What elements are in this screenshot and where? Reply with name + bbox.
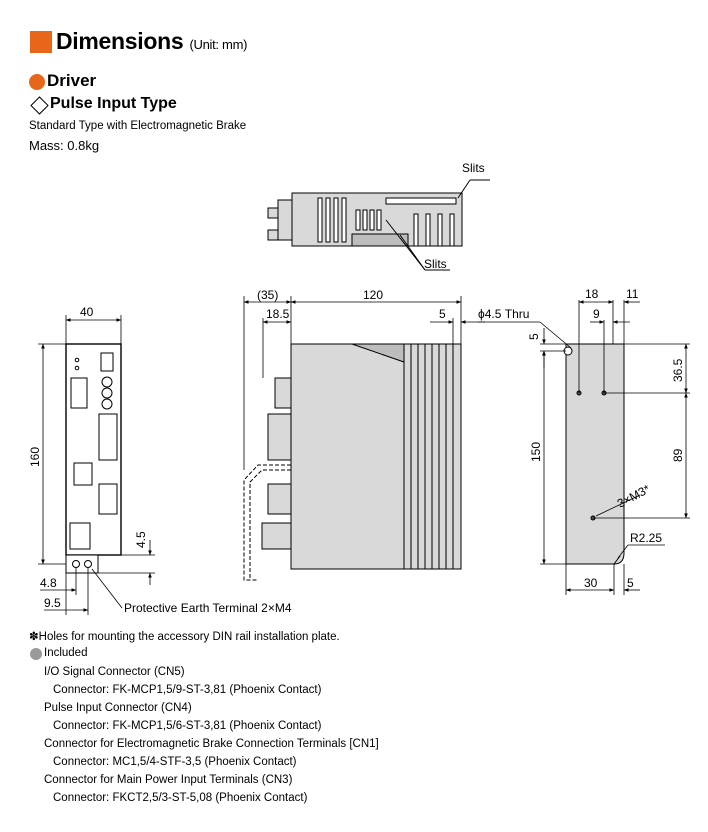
dim-9-5-label: 9.5	[44, 596, 61, 610]
pe-terminal-label: Protective Earth Terminal 2×M4	[124, 601, 292, 615]
list-item: Connector: FK-MCP1,5/6-ST-3,81 (Phoenix …	[53, 720, 322, 732]
dim-5c-label: 5	[627, 576, 634, 590]
dim-40-label: 40	[80, 305, 94, 319]
list-item: Connector for Main Power Input Terminals…	[44, 774, 293, 786]
dim-36-5-label: 36.5	[671, 358, 685, 382]
dim-30-label: 30	[584, 576, 598, 590]
list-item: Pulse Input Connector (CN4)	[44, 702, 192, 714]
top-view-plug-lower	[267, 229, 279, 241]
dim-18-label: 18	[585, 287, 599, 301]
list-item: I/O Signal Connector (CN5)	[44, 666, 185, 678]
front-view-switch	[100, 352, 114, 372]
dim-89-label: 89	[671, 448, 685, 462]
dim-4-8-label: 4.8	[40, 576, 57, 590]
title-unit: (Unit: mm)	[189, 37, 248, 52]
subsection-title: Pulse Input Type	[50, 95, 177, 112]
front-view-cn-upper	[70, 377, 88, 409]
top-view	[267, 179, 490, 271]
front-view-cn1	[73, 462, 93, 486]
top-view-slits	[317, 197, 457, 247]
side-view-dimensions	[243, 296, 485, 470]
dim-4-5-label: 4.5	[134, 531, 148, 548]
front-view-cn3	[69, 522, 91, 550]
list-item: Connector for Electromagnetic Brake Conn…	[44, 738, 379, 750]
radius-label: R2.25	[630, 531, 662, 545]
dim-120-label: 120	[363, 288, 383, 302]
top-view-base	[351, 233, 409, 247]
side-view-cn3	[261, 522, 292, 550]
dim-5a-label: 5	[439, 307, 446, 321]
section-title: Driver	[47, 71, 97, 90]
dim-35-label: (35)	[257, 288, 278, 302]
rear-view-dimensions	[478, 300, 690, 595]
side-view-cn5	[267, 413, 292, 461]
dim-160-label: 160	[28, 447, 42, 467]
list-item: Connector: FKCT2,5/3-ST-5,08 (Phoenix Co…	[53, 792, 308, 804]
slits-label-bottom: Slits	[424, 257, 447, 271]
front-view-cn5	[98, 413, 118, 461]
dim-9-label: 9	[593, 307, 600, 321]
rear-view	[563, 343, 625, 565]
included-bullet-icon	[30, 648, 42, 660]
dim-11-label: 11	[626, 287, 639, 301]
top-view-connector	[277, 199, 293, 241]
page-title: Dimensions (Unit: mm)	[56, 28, 247, 55]
dim-150-label: 150	[529, 442, 543, 462]
dim-18-5-label: 18.5	[266, 307, 290, 321]
rear-view-plate	[565, 343, 625, 565]
dim-5b-label: 5	[527, 333, 541, 340]
side-view-fins	[403, 344, 454, 569]
title-marker	[30, 31, 52, 53]
asterisk-note: ✽Holes for mounting the accessory DIN ra…	[29, 631, 340, 643]
slits-label-top: Slits	[462, 161, 485, 175]
side-view	[243, 343, 462, 581]
included-label: Included	[44, 647, 88, 659]
section-description: Standard Type with Electromagnetic Brake	[29, 120, 247, 132]
front-view-dimensions	[38, 315, 155, 615]
title-text: Dimensions	[56, 28, 184, 54]
side-view-body	[290, 343, 462, 570]
front-view	[65, 343, 122, 574]
side-view-cn-upper	[274, 377, 292, 409]
thru-hole-label: ϕ4.5 Thru	[478, 307, 529, 321]
top-view-plug-upper	[267, 207, 279, 219]
list-item: Connector: FK-MCP1,5/9-ST-3,81 (Phoenix …	[53, 684, 322, 696]
section-bullet-icon	[29, 74, 45, 90]
list-item: Connector: MC1,5/4-STF-3,5 (Phoenix Cont…	[53, 756, 297, 768]
side-view-cn4	[267, 483, 292, 515]
mass-label: Mass: 0.8kg	[29, 138, 100, 153]
front-view-cn4	[98, 483, 118, 515]
